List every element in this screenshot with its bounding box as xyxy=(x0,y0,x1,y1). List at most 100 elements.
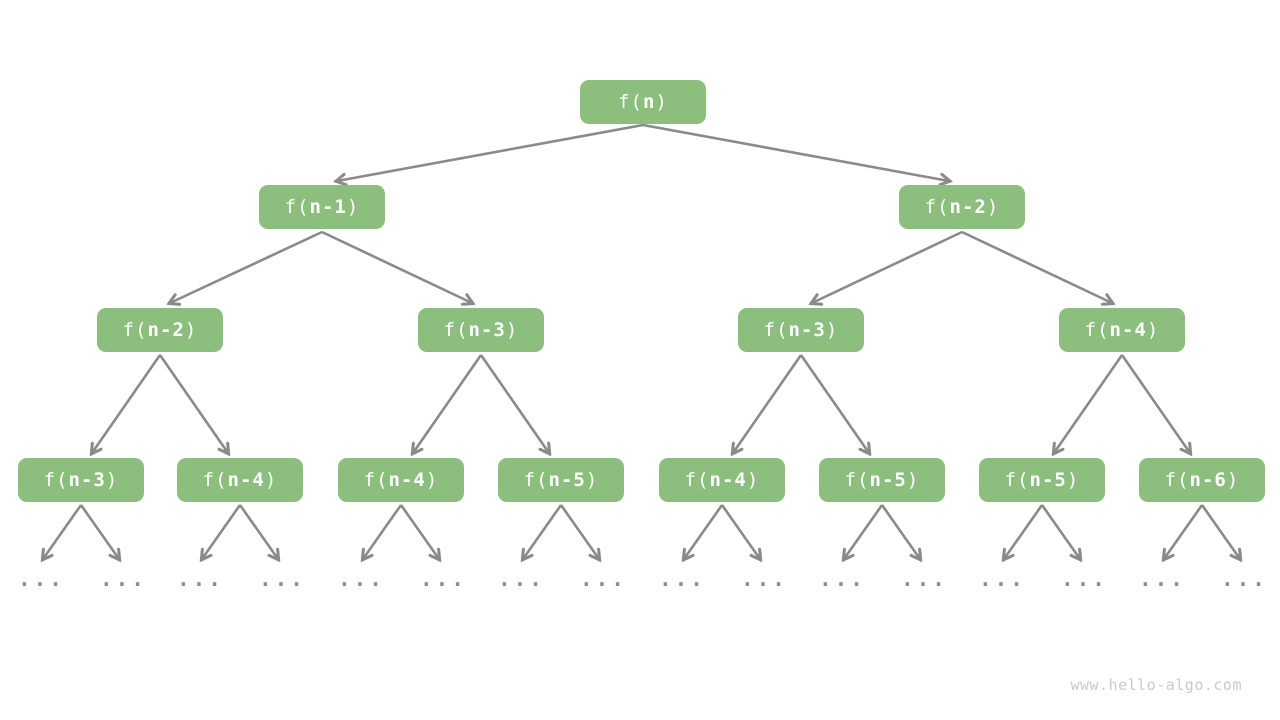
node-label-part: f( xyxy=(924,196,950,218)
node-label-part: f( xyxy=(1164,469,1190,491)
node-label-part: f( xyxy=(284,196,310,218)
ellipsis-leaf: ... xyxy=(1139,567,1186,591)
node-label-part: f( xyxy=(844,469,870,491)
node-label-part: n-3 xyxy=(788,319,826,341)
node-label-part: ) xyxy=(184,319,198,341)
node-label-part: f( xyxy=(122,319,148,341)
node-label-part: n-5 xyxy=(1029,469,1067,491)
edge-arrow xyxy=(321,230,472,303)
edge-arrow xyxy=(413,354,483,453)
edge-arrow xyxy=(1164,504,1204,559)
edge-arrow xyxy=(337,123,644,181)
node-label-part: ) xyxy=(585,469,599,491)
node-label-part: f( xyxy=(618,91,643,113)
edge-arrow xyxy=(812,230,963,303)
ellipsis-leaf: ... xyxy=(1061,567,1108,591)
watermark: www.hello-algo.com xyxy=(1070,676,1242,694)
edge-arrow xyxy=(43,504,83,559)
node-label-part: ) xyxy=(264,469,278,491)
ellipsis-leaf: ... xyxy=(18,567,65,591)
ellipsis-leaf: ... xyxy=(741,567,788,591)
node-label-part: f( xyxy=(1004,469,1030,491)
tree-node-l2-1: f(n-3) xyxy=(418,308,544,352)
node-label-part: ) xyxy=(1066,469,1080,491)
edge-arrow xyxy=(399,504,439,559)
node-label-part: ) xyxy=(825,319,839,341)
node-label-part: n-6 xyxy=(1189,469,1227,491)
node-label-part: n-3 xyxy=(468,319,506,341)
node-label-part: ) xyxy=(505,319,519,341)
edge-arrow xyxy=(158,354,228,453)
ellipsis-leaf: ... xyxy=(338,567,385,591)
node-label-part: ) xyxy=(105,469,119,491)
edge-arrow xyxy=(1004,504,1044,559)
edge-arrow xyxy=(479,354,549,453)
node-label-part: n-5 xyxy=(548,469,586,491)
node-label-part: n-3 xyxy=(68,469,106,491)
node-label-part: ) xyxy=(746,469,760,491)
edge-arrow xyxy=(363,504,403,559)
ellipsis-leaf: ... xyxy=(259,567,306,591)
node-label-part: ) xyxy=(986,196,1000,218)
edge-arrow xyxy=(559,504,599,559)
node-label-part: f( xyxy=(363,469,389,491)
ellipsis-leaf: ... xyxy=(979,567,1026,591)
edge-arrow xyxy=(844,504,884,559)
node-label-part: n-4 xyxy=(709,469,747,491)
node-label-part: n-1 xyxy=(309,196,347,218)
edge-arrow xyxy=(1040,504,1080,559)
node-label-part: ) xyxy=(1146,319,1160,341)
node-label-part: f( xyxy=(523,469,549,491)
node-label-part: n-5 xyxy=(869,469,907,491)
tree-node-l1-0: f(n-1) xyxy=(259,185,385,229)
tree-node-l2-3: f(n-4) xyxy=(1059,308,1185,352)
tree-node-root: f(n) xyxy=(580,80,706,124)
node-label-part: f( xyxy=(1084,319,1110,341)
tree-node-l3-0: f(n-3) xyxy=(18,458,144,502)
tree-node-l3-5: f(n-5) xyxy=(819,458,945,502)
edge-arrow xyxy=(733,354,803,453)
edge-arrow xyxy=(880,504,920,559)
edge-arrow xyxy=(170,230,323,303)
ellipsis-leaf: ... xyxy=(498,567,545,591)
edge-arrow xyxy=(961,230,1112,303)
node-label-part: f( xyxy=(43,469,69,491)
edge-arrow xyxy=(642,123,949,181)
ellipsis-leaf: ... xyxy=(819,567,866,591)
node-label-part: n-2 xyxy=(147,319,185,341)
tree-node-l2-0: f(n-2) xyxy=(97,308,223,352)
tree-node-l3-2: f(n-4) xyxy=(338,458,464,502)
node-label-part: f( xyxy=(202,469,228,491)
ellipsis-leaf: ... xyxy=(580,567,627,591)
edge-arrow xyxy=(720,504,760,559)
edge-arrow xyxy=(1054,354,1124,453)
ellipsis-leaf: ... xyxy=(100,567,147,591)
node-label-part: ) xyxy=(346,196,360,218)
edge-arrow xyxy=(202,504,242,559)
tree-node-l3-7: f(n-6) xyxy=(1139,458,1265,502)
ellipsis-leaf: ... xyxy=(177,567,224,591)
edge-arrow xyxy=(92,354,162,453)
tree-node-l3-4: f(n-4) xyxy=(659,458,785,502)
ellipsis-leaf: ... xyxy=(420,567,467,591)
tree-node-l2-2: f(n-3) xyxy=(738,308,864,352)
node-label-part: ) xyxy=(906,469,920,491)
node-label-part: n-4 xyxy=(1109,319,1147,341)
tree-node-l3-3: f(n-5) xyxy=(498,458,624,502)
edge-arrow xyxy=(238,504,278,559)
edge-arrow xyxy=(1120,354,1190,453)
edge-arrow xyxy=(79,504,119,559)
node-label-part: n-4 xyxy=(227,469,265,491)
node-label-part: n-2 xyxy=(949,196,987,218)
node-label-part: f( xyxy=(684,469,710,491)
node-label-part: n-4 xyxy=(388,469,426,491)
edge-arrow xyxy=(1200,504,1240,559)
tree-node-l3-6: f(n-5) xyxy=(979,458,1105,502)
edge-arrow xyxy=(799,354,869,453)
node-label-part: ) xyxy=(1226,469,1240,491)
node-label-part: ) xyxy=(425,469,439,491)
edge-arrow xyxy=(523,504,563,559)
ellipsis-leaf: ... xyxy=(1221,567,1268,591)
